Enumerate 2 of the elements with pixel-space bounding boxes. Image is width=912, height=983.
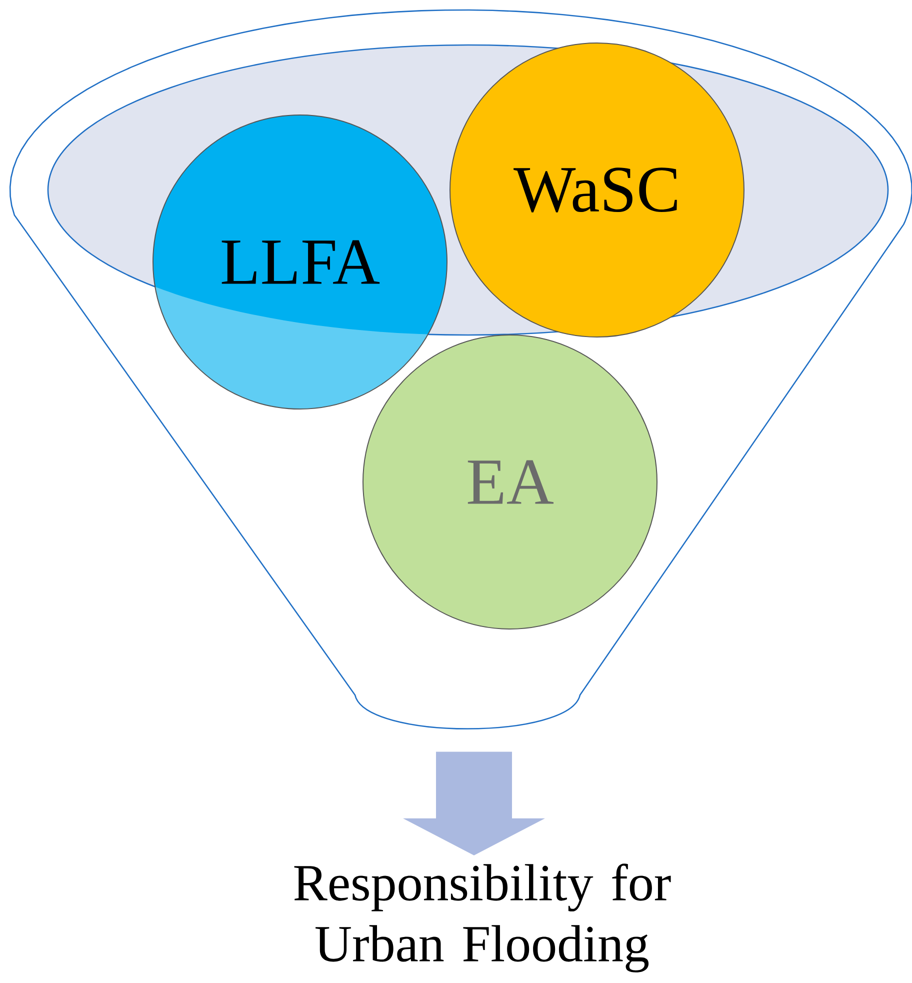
caption-text: Responsibility for Urban Flooding [294,864,671,972]
block-arrow [403,752,545,856]
